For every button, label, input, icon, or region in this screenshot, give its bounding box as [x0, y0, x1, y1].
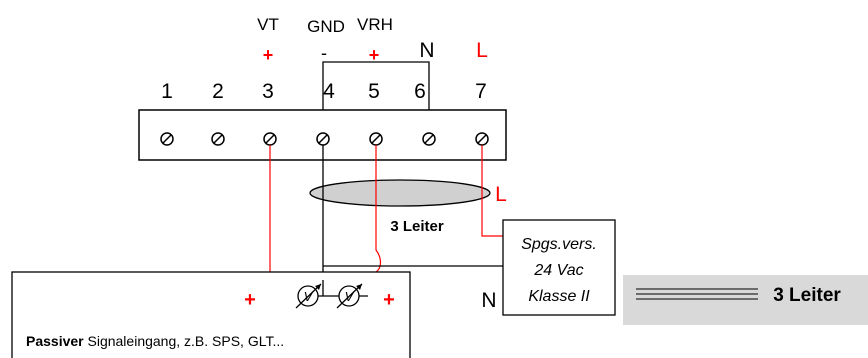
label-l-top: L — [476, 39, 488, 62]
wire-terminal-7 — [481, 145, 503, 237]
terminal-number-6: 6 — [414, 80, 426, 103]
terminal-number-7: 7 — [475, 80, 487, 103]
terminal-number-4: 4 — [323, 80, 335, 103]
label-vrh: VRH — [357, 15, 393, 34]
label-n-supply: N — [481, 289, 496, 312]
screw-terminal-3 — [263, 132, 277, 146]
legend-label: 3 Leiter — [773, 285, 841, 306]
polarity-meter-left: + — [244, 289, 256, 311]
polarity-terminal-5: + — [369, 45, 380, 65]
voltmeter-2: V — [336, 283, 363, 309]
screw-terminal-1 — [160, 132, 174, 146]
supply-line-1: Spgs.vers. — [521, 236, 597, 253]
label-l-supply: L — [495, 183, 507, 206]
signal-input-bold: Passiver — [26, 333, 84, 349]
legend-band — [623, 275, 868, 325]
voltmeter-1: V — [295, 283, 322, 309]
screw-terminal-5 — [369, 132, 383, 146]
screw-terminal-7 — [475, 132, 489, 146]
supply-line-2: 24 Vac — [533, 262, 583, 279]
polarity-terminal-3: + — [263, 45, 274, 65]
polarity-terminal-4: - — [321, 43, 327, 63]
wire-terminal-3 — [269, 145, 300, 289]
label-vt: VT — [257, 15, 279, 34]
polarity-meter-right: + — [383, 289, 395, 311]
signal-input-box — [11, 271, 411, 358]
terminal-number-1: 1 — [161, 80, 173, 103]
label-n-top: N — [419, 39, 434, 62]
screw-terminal-6 — [422, 132, 436, 146]
cable-sheath — [309, 179, 491, 207]
terminal-number-3: 3 — [262, 80, 274, 103]
legend-lines-icon — [636, 288, 758, 300]
screw-terminal-2 — [211, 132, 225, 146]
terminal-number-2: 2 — [212, 80, 224, 103]
signal-input-rest: Signaleingang, z.B. SPS, GLT... — [84, 333, 285, 349]
power-supply-box — [502, 219, 616, 316]
terminal-number-5: 5 — [368, 80, 380, 103]
supply-line-3: Klasse II — [528, 288, 590, 305]
bridge-4-6 — [322, 61, 430, 139]
signal-input-label: Passiver Signaleingang, z.B. SPS, GLT... — [26, 333, 284, 349]
cable-label: 3 Leiter — [390, 218, 444, 235]
label-gnd: GND — [307, 17, 345, 36]
screw-terminal-4 — [316, 132, 330, 146]
